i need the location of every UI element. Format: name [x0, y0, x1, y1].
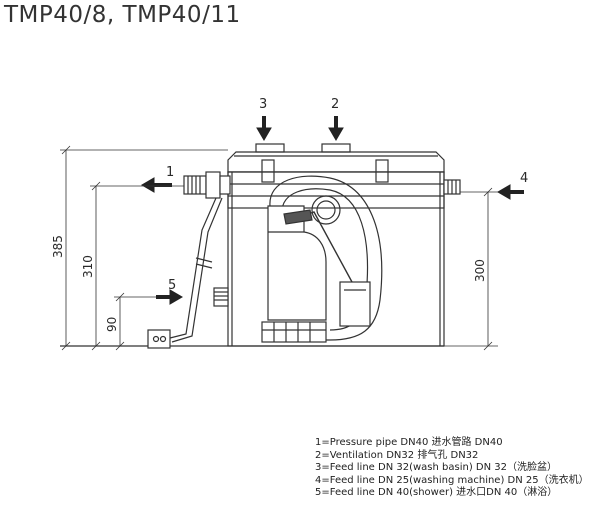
- dimension-310: 310: [81, 255, 95, 278]
- side-fittings: [147, 171, 461, 349]
- legend-item-3: 3=Feed line DN 32(wash basin) DN 32（洗脸盆）: [315, 462, 557, 474]
- callout-1: 1: [166, 165, 174, 180]
- pump-unit: [261, 175, 383, 343]
- dimension-90: 90: [105, 317, 119, 332]
- callout-labels: 3 2 1 4 5: [166, 97, 528, 293]
- pump-tank-drawing: 3 2 1 4 5 385 310 90 300: [51, 97, 528, 351]
- dimension-labels: 385 310 90 300: [51, 235, 487, 332]
- callout-3: 3: [259, 97, 267, 112]
- dimension-lines: [60, 145, 498, 351]
- callout-arrows: [141, 116, 524, 305]
- dimension-385: 385: [51, 235, 65, 258]
- dimension-300: 300: [473, 259, 487, 282]
- callout-4: 4: [520, 171, 528, 186]
- legend: 1=Pressure pipe DN40 进水管路 DN40 2=Ventila…: [315, 437, 589, 500]
- diagram-title: TMP40/8, TMP40/11: [4, 2, 241, 28]
- tank-body: [60, 143, 445, 347]
- callout-5: 5: [168, 278, 176, 293]
- legend-item-4: 4=Feed line DN 25(washing machine) DN 25…: [315, 474, 589, 486]
- legend-item-2: 2=Ventilation DN32 排气孔 DN32: [315, 449, 479, 461]
- legend-item-1: 1=Pressure pipe DN40 进水管路 DN40: [315, 437, 503, 448]
- legend-item-5: 5=Feed line DN 40(shower) 进水口DN 40（淋浴）: [315, 487, 558, 499]
- callout-2: 2: [331, 97, 339, 112]
